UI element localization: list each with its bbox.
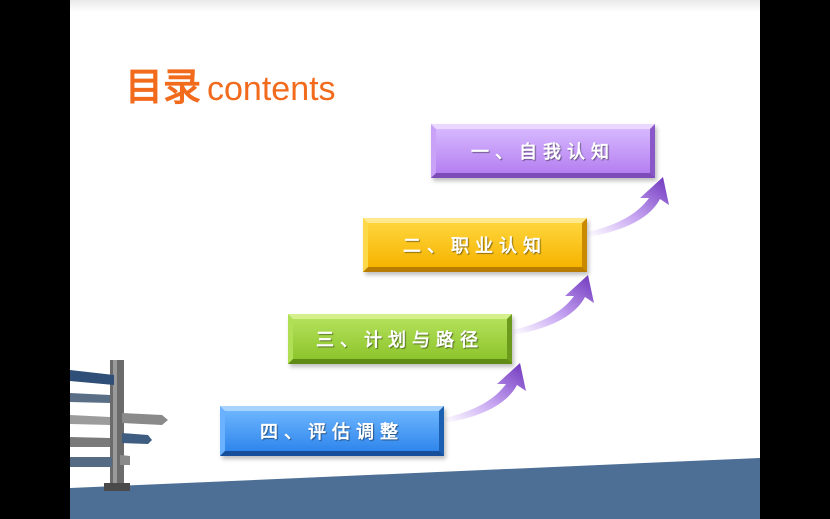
title-english: contents	[207, 70, 336, 108]
signpost-icon	[70, 360, 168, 491]
title-chinese: 目录	[125, 65, 202, 109]
step-plan-and-path[interactable]: 三、计划与路径	[288, 314, 512, 364]
ground-band	[70, 458, 760, 519]
step-self-cognition[interactable]: 一、自我认知	[431, 124, 655, 178]
step-arrows	[445, 177, 669, 423]
curved-arrow-icon	[445, 363, 526, 423]
step-evaluate-adjust[interactable]: 四、评估调整	[220, 406, 444, 456]
top-shadow	[70, 0, 760, 12]
curved-arrow-icon	[588, 177, 669, 237]
step-career-cognition[interactable]: 二、职业认知	[363, 218, 587, 272]
curved-arrow-icon	[513, 275, 594, 335]
